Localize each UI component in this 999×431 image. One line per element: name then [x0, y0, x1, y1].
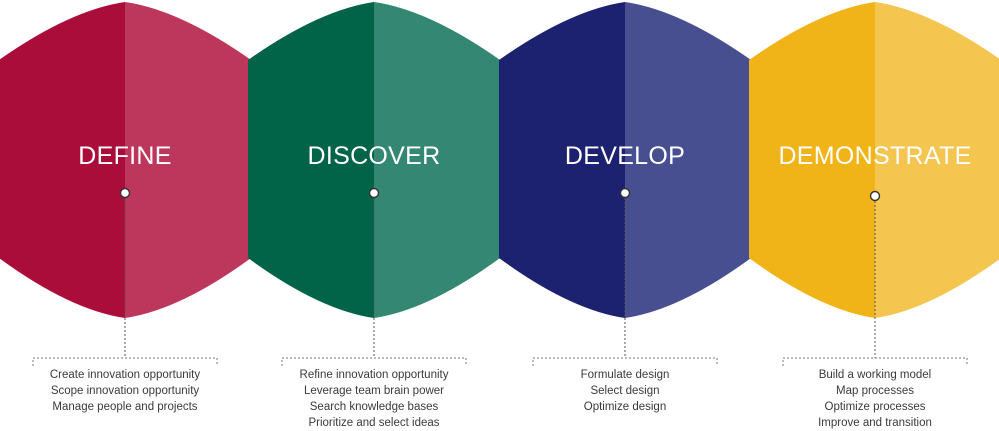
task-list-develop: Formulate design Select design Optimize …: [525, 367, 725, 415]
task-item: Map processes: [836, 385, 914, 397]
hexagon-left-half-discover: [248, 2, 374, 318]
hexagon-left-half-develop: [499, 2, 625, 318]
phase-title-demonstrate: DEMONSTRATE: [778, 142, 972, 170]
center-dot-discover: [368, 187, 380, 199]
center-dot-define: [119, 187, 131, 199]
phase-title-develop: DEVELOP: [564, 142, 686, 170]
phase-title-discover: DISCOVER: [307, 142, 441, 170]
task-item: Manage people and projects: [52, 401, 198, 413]
task-item: Leverage team brain power: [304, 385, 444, 397]
hexagon-right-half-develop: [625, 2, 751, 318]
task-item: Search knowledge bases: [309, 401, 439, 413]
center-dot-demonstrate: [869, 190, 881, 202]
bracket-demonstrate: [782, 357, 968, 366]
bracket-define: [32, 357, 218, 366]
task-item: Optimize processes: [824, 401, 926, 413]
task-item: Improve and transition: [818, 417, 932, 429]
task-item: Scope innovation opportunity: [50, 385, 200, 397]
task-item: Optimize design: [583, 401, 667, 413]
center-dot-develop: [619, 187, 631, 199]
task-item: Create innovation opportunity: [49, 369, 201, 381]
hexagon-left-half-demonstrate: [749, 2, 875, 318]
task-item: Select design: [590, 385, 660, 397]
hexagon-right-half-define: [125, 2, 251, 318]
hexagon-left-half-define: [0, 2, 125, 318]
task-list-demonstrate: Build a working model Map processes Opti…: [775, 367, 975, 431]
task-list-discover: Refine innovation opportunity Leverage t…: [274, 367, 474, 431]
bracket-develop: [532, 357, 718, 366]
task-item: Refine innovation opportunity: [299, 369, 449, 381]
hexagon-right-half-demonstrate: [875, 2, 999, 318]
bracket-discover: [281, 357, 467, 366]
phase-title-define: DEFINE: [78, 142, 172, 170]
task-item: Build a working model: [818, 369, 932, 381]
task-item: Formulate design: [580, 369, 670, 381]
task-item: Prioritize and select ideas: [308, 417, 440, 429]
task-list-define: Create innovation opportunity Scope inno…: [25, 367, 225, 415]
hexagon-right-half-discover: [374, 2, 500, 318]
